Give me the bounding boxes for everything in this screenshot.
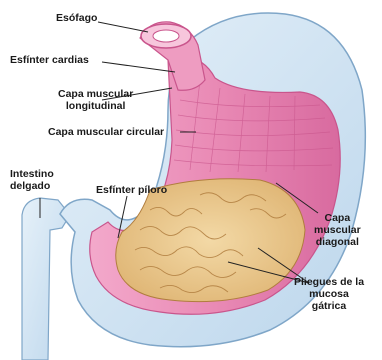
label-pliegues-line2: mucosa — [294, 288, 364, 300]
label-capa-diagonal-line1: Capa — [314, 212, 361, 224]
gastric-mucosa — [116, 179, 305, 302]
label-capa-diagonal: Capa muscular diagonal — [314, 212, 361, 248]
label-capa-longitudinal: Capa muscular longitudinal — [58, 88, 133, 112]
label-pliegues: Pliegues de la mucosa gátrica — [294, 276, 364, 312]
label-intestino-line1: Intestino — [10, 168, 54, 180]
intestine-tube — [22, 198, 70, 360]
label-pliegues-line1: Pliegues de la — [294, 276, 364, 288]
label-esfinter-cardias: Esfínter cardias — [10, 54, 89, 66]
label-capa-longitudinal-line2: longitudinal — [58, 100, 133, 112]
label-capa-diagonal-line2: muscular — [314, 224, 361, 236]
label-capa-longitudinal-line1: Capa muscular — [58, 88, 133, 100]
label-esofago: Esófago — [56, 12, 97, 24]
label-intestino-line2: delgado — [10, 180, 54, 192]
label-intestino: Intestino delgado — [10, 168, 54, 192]
label-pliegues-line3: gátrica — [294, 300, 364, 312]
label-esfinter-piloro: Esfínter píloro — [96, 184, 167, 196]
label-capa-diagonal-line3: diagonal — [314, 236, 361, 248]
label-capa-circular: Capa muscular circular — [48, 126, 164, 138]
